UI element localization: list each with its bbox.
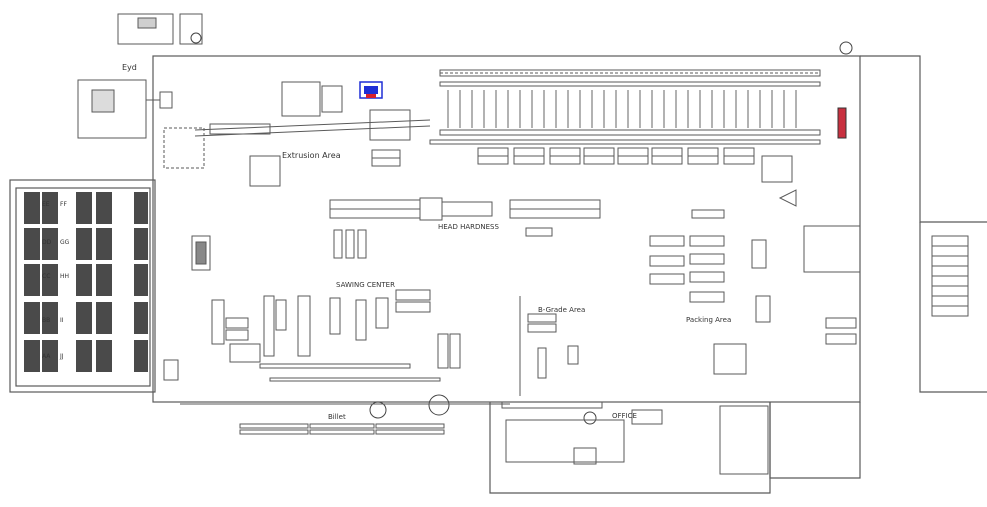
furnace-left: [163, 235, 211, 381]
rack-label: FF: [60, 201, 67, 208]
right-side-structures: [778, 107, 969, 345]
area-label-head-hardness: HEAD HARDNESS: [438, 223, 499, 231]
press-highlight: [359, 81, 383, 99]
rack-label: JJ: [59, 353, 64, 360]
rack-label: DD: [42, 239, 52, 246]
rack-label: AA: [42, 353, 51, 360]
extrusion-press: [163, 81, 431, 187]
area-label-office: OFFICE: [612, 412, 637, 420]
area-label-packing: Packing Area: [686, 316, 731, 324]
rack-label: GG: [60, 239, 70, 246]
b-grade-area: [519, 296, 579, 396]
area-label-b-grade: B-Grade Area: [538, 306, 585, 314]
room-label-eyd: Eyd: [122, 63, 137, 72]
area-label-billet: Billet: [328, 413, 346, 421]
storage-rack-labels: EE FF DD GG CC HH BB II AA JJ: [42, 201, 70, 360]
column-markers: [190, 32, 853, 425]
rack-label: HH: [60, 273, 69, 280]
head-hardness-line: [329, 197, 601, 221]
office-block: [501, 401, 769, 475]
billet-racks: [180, 403, 510, 435]
rack-label: BB: [42, 317, 50, 324]
area-label-extrusion: Extrusion Area: [282, 151, 341, 160]
rack-label: CC: [42, 273, 50, 280]
cooling-bed-slats: [447, 90, 797, 128]
packing-area: [649, 155, 861, 375]
rack-label: EE: [42, 201, 50, 208]
area-label-sawing-center: SAWING CENTER: [336, 281, 395, 289]
top-conveyor-lines: [429, 69, 821, 145]
rack-boxes-top: [477, 147, 755, 165]
sawing-center: [211, 289, 461, 382]
head-hardness-racks: [333, 227, 553, 259]
top-left-rooms: [77, 13, 203, 139]
rack-label: II: [60, 317, 64, 324]
storage-racks: [24, 192, 148, 372]
